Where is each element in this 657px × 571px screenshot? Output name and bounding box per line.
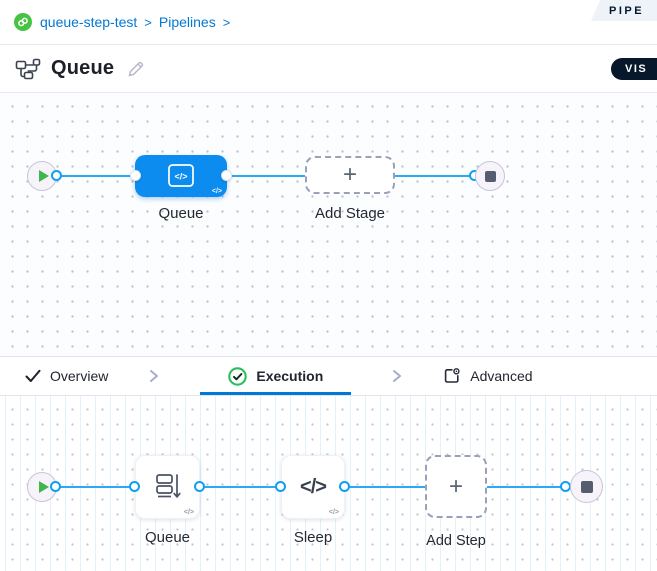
tab-execution-label: Execution <box>256 368 324 384</box>
breadcrumb: queue-step-test > Pipelines > PIPE <box>0 0 657 45</box>
stage-canvas[interactable]: </> </> Queue + Add Stage <box>0 93 657 356</box>
add-stage-button[interactable]: + <box>305 156 395 194</box>
execution-canvas[interactable]: </> Queue </> </> Sleep + Add Step <box>0 396 657 571</box>
pipeline-studio-ribbon: PIPE <box>591 0 657 21</box>
plus-icon: + <box>448 472 463 500</box>
step-out-port <box>339 481 350 492</box>
start-out-port <box>51 170 62 181</box>
step-label: Queue <box>144 529 191 546</box>
chevron-right-icon <box>148 369 160 383</box>
tab-advanced[interactable]: Advanced <box>443 357 533 395</box>
add-stage-label: Add Stage <box>314 205 386 222</box>
stage-node-queue[interactable]: </> </> <box>135 155 227 197</box>
play-icon <box>38 170 49 182</box>
stage-label: Queue <box>158 205 204 222</box>
ci-stage-icon: </> <box>168 164 194 187</box>
step-node-queue[interactable]: </> <box>135 455 200 519</box>
stage-config-tabs: Overview Execution Advanced <box>0 356 657 396</box>
play-icon <box>38 481 49 493</box>
add-step-label: Add Step <box>426 533 486 549</box>
success-circle-icon <box>228 366 248 386</box>
pipeline-title-bar: Queue VIS <box>0 45 657 93</box>
step-label: Sleep <box>293 529 333 546</box>
breadcrumb-pipelines-link[interactable]: Pipelines <box>158 14 216 30</box>
code-glyph-icon: </> <box>211 188 222 195</box>
stage-in-port <box>130 170 141 181</box>
page-title: Queue <box>51 57 115 79</box>
stop-icon <box>484 170 496 182</box>
step-node-sleep[interactable]: </> </> <box>281 455 345 519</box>
stage-connector-line <box>42 175 490 177</box>
tab-execution[interactable]: Execution <box>200 357 352 395</box>
pipeline-icon <box>15 58 41 80</box>
tab-overview[interactable]: Overview <box>25 357 108 395</box>
code-glyph-icon: </> <box>183 509 194 516</box>
svg-text:</>: </> <box>174 172 187 182</box>
queue-step-icon <box>155 474 181 498</box>
breadcrumb-separator: > <box>144 14 152 30</box>
stop-icon <box>580 480 593 493</box>
breadcrumb-project-link[interactable]: queue-step-test <box>40 14 138 30</box>
tab-advanced-label: Advanced <box>470 368 533 384</box>
visual-toggle-label: VIS <box>625 63 648 75</box>
tab-overview-label: Overview <box>50 368 109 384</box>
execution-end-node <box>570 470 603 503</box>
code-step-icon: </> <box>300 475 327 498</box>
harness-logo-icon <box>14 13 32 31</box>
chevron-right-icon <box>391 369 403 383</box>
visual-yaml-toggle[interactable]: VIS <box>611 58 657 80</box>
step-in-port <box>275 481 286 492</box>
pipeline-start-node <box>27 161 57 191</box>
step-out-port <box>194 481 205 492</box>
add-step-button[interactable]: + <box>425 455 487 518</box>
start-out-port <box>50 481 61 492</box>
code-glyph-icon: </> <box>328 509 339 516</box>
pipeline-end-node <box>475 161 505 191</box>
ribbon-label: PIPE <box>609 4 645 17</box>
advanced-icon <box>445 368 460 383</box>
edit-pencil-icon[interactable] <box>126 59 146 79</box>
check-icon <box>25 369 41 382</box>
step-in-port <box>129 481 140 492</box>
plus-icon: + <box>342 161 357 188</box>
stage-out-port <box>221 170 232 181</box>
breadcrumb-separator: > <box>222 14 231 30</box>
